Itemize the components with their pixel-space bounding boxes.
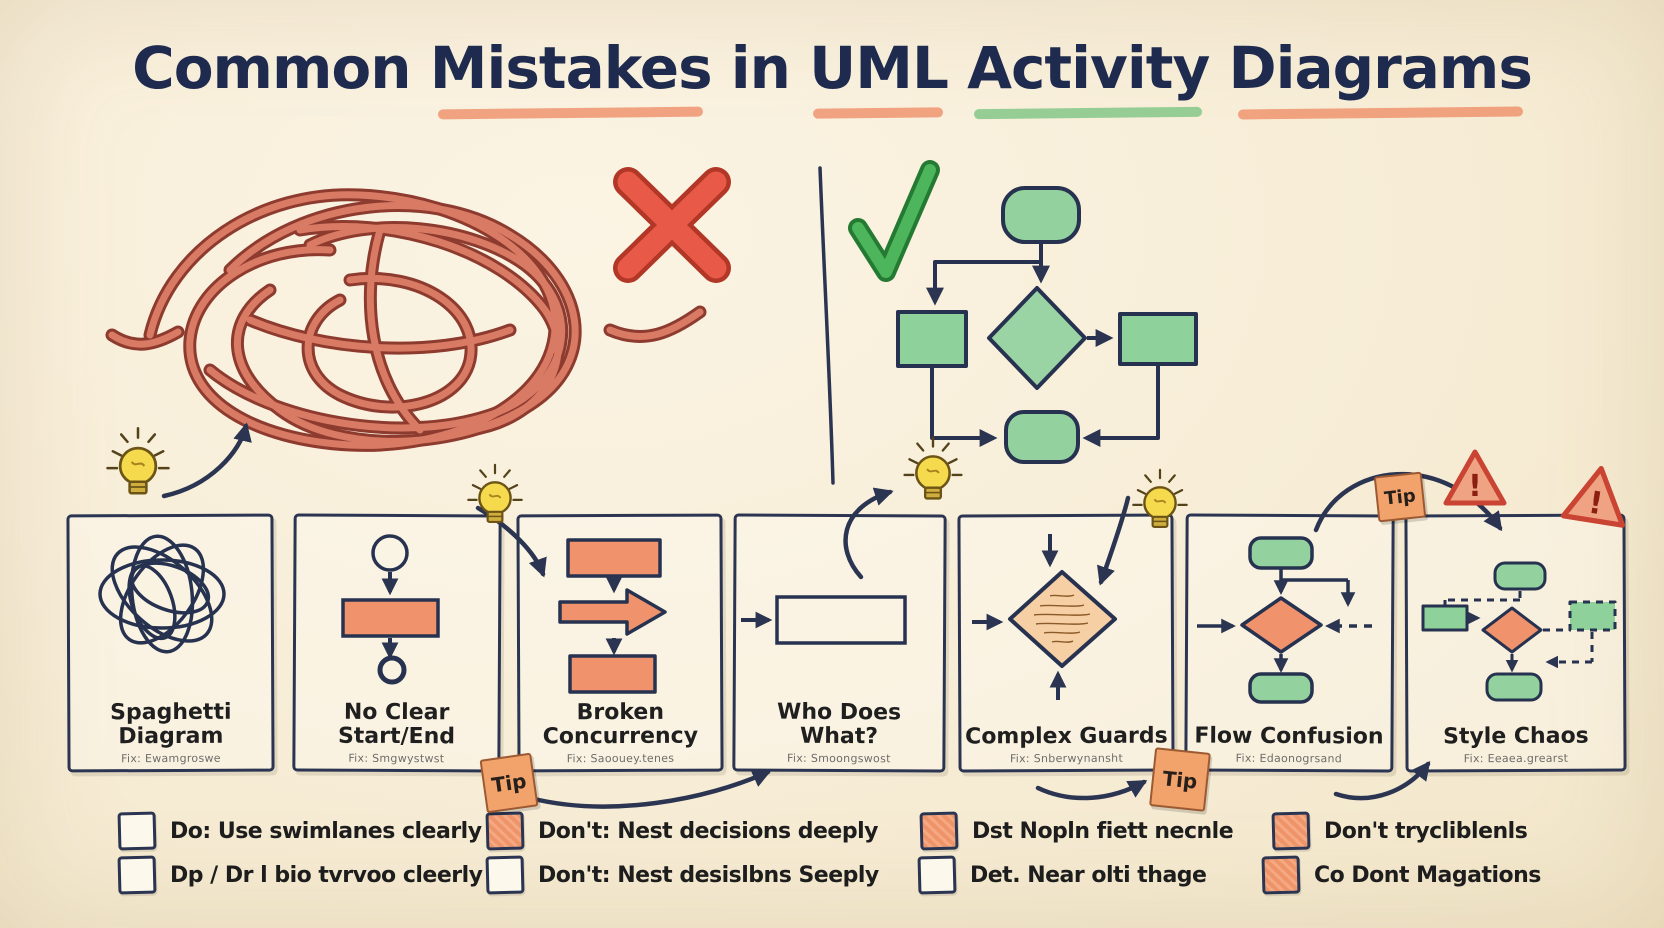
warning-mark: !: [1586, 485, 1606, 523]
panel-label: Complex Guards: [965, 723, 1168, 750]
checklist-item: Det. Near olti thage: [917, 855, 1207, 895]
panel-style-chaos: Style Chaos Fix: Eeaea.grearst: [1404, 513, 1627, 773]
checkbox: [117, 811, 157, 851]
title-word: Common: [132, 34, 430, 102]
panel-fix-note: Fix: Edaonogrsand: [1235, 751, 1343, 766]
panel-no-clear-start-end: No Clear Start/End Fix: Smgwystwst: [292, 513, 502, 773]
panel-label: Spaghetti Diagram: [110, 699, 232, 750]
warning-triangle-icon: !: [1560, 465, 1626, 528]
checklist-label: Dp / Dr l bio tvrvoo cleerly: [170, 862, 483, 888]
title-word: in: [711, 34, 810, 102]
panel-who-does-what: Who Does What? Fix: Smoongswost: [732, 513, 947, 773]
panel-fix-note: Fix: Saoouey.tenes: [566, 751, 675, 766]
title-word-underlined: Mistakes: [429, 34, 713, 102]
checklist-label: Do: Use swimlanes clearly: [170, 818, 482, 844]
tip-sticky-note: Tip: [479, 752, 539, 814]
red-x-icon: [613, 167, 731, 283]
panel-fix-note: Fix: Ewamgroswe: [121, 751, 221, 766]
title-word-underlined: Diagrams: [1228, 34, 1532, 102]
panel-label: Style Chaos: [1443, 723, 1589, 750]
checklist-item: Dst Nopln fiett necnle: [919, 811, 1234, 851]
checklist-item: Co Dont Magations: [1261, 855, 1541, 895]
checklist-label: Dst Nopln fiett necnle: [972, 818, 1234, 844]
checklist-item: Don't: Nest desislbns Seeply: [485, 855, 879, 895]
checklist-item: Do: Use swimlanes clearly: [117, 811, 482, 851]
panel-spaghetti-diagram: Spaghetti Diagram Fix: Ewamgroswe: [66, 513, 275, 773]
title-word-underlined: Activity: [967, 34, 1210, 102]
panel-flow-confusion: Flow Confusion Fix: Edaonogrsand: [1184, 513, 1395, 773]
panel-complex-guards: Complex Guards Fix: Snberwynansht: [957, 513, 1175, 773]
tangled-spaghetti-flow-icon: [112, 195, 700, 446]
title-word-underlined: UML: [809, 34, 949, 102]
tip-label: Tip: [1161, 765, 1199, 794]
checkbox: [1261, 855, 1301, 895]
warning-mark: !: [1468, 469, 1482, 504]
checklist-label: Det. Near olti thage: [970, 862, 1207, 888]
checkbox: [1271, 811, 1311, 851]
panel-fix-note: Fix: Snberwynansht: [1009, 751, 1124, 766]
checkbox: [485, 855, 525, 895]
checklist-item: Don't trycliblenls: [1271, 811, 1528, 851]
panel-label: Broken Concurrency: [542, 699, 699, 750]
checklist-label: Don't trycliblenls: [1324, 818, 1528, 844]
checkbox: [917, 855, 957, 895]
checklist-label: Don't: Nest desislbns Seeply: [538, 862, 879, 888]
panel-broken-concurrency: Broken Concurrency Fix: Saoouey.tenes: [516, 513, 724, 773]
checkbox: [117, 855, 157, 895]
panel-fix-note: Fix: Smgwystwst: [348, 751, 445, 766]
tip-sticky-note: Tip: [1149, 747, 1211, 812]
panel-label: Who Does What?: [777, 699, 902, 750]
tip-label: Tip: [490, 768, 528, 798]
checklist-label: Don't: Nest decisions deeply: [538, 818, 879, 844]
checklist-item: Dp / Dr l bio tvrvoo cleerly: [117, 855, 483, 895]
panel-label: Flow Confusion: [1194, 723, 1384, 750]
tip-label: Tip: [1383, 484, 1417, 510]
panel-label: No Clear Start/End: [337, 699, 456, 750]
clean-activity-flowchart-icon: [896, 186, 1198, 464]
page-title: Common Mistakes in UML Activity Diagrams: [0, 34, 1664, 102]
green-check-icon: [848, 160, 940, 282]
tip-sticky-note: Tip: [1373, 471, 1427, 523]
checkbox: [485, 811, 525, 851]
panel-fix-note: Fix: Smoongswost: [787, 751, 891, 766]
section-divider: [818, 166, 835, 485]
checkbox: [919, 811, 959, 851]
warning-triangle-icon: !: [1443, 449, 1507, 506]
checklist-item: Don't: Nest decisions deeply: [485, 811, 879, 851]
panel-fix-note: Fix: Eeaea.grearst: [1463, 751, 1569, 766]
checklist-label: Co Dont Magations: [1314, 862, 1541, 888]
